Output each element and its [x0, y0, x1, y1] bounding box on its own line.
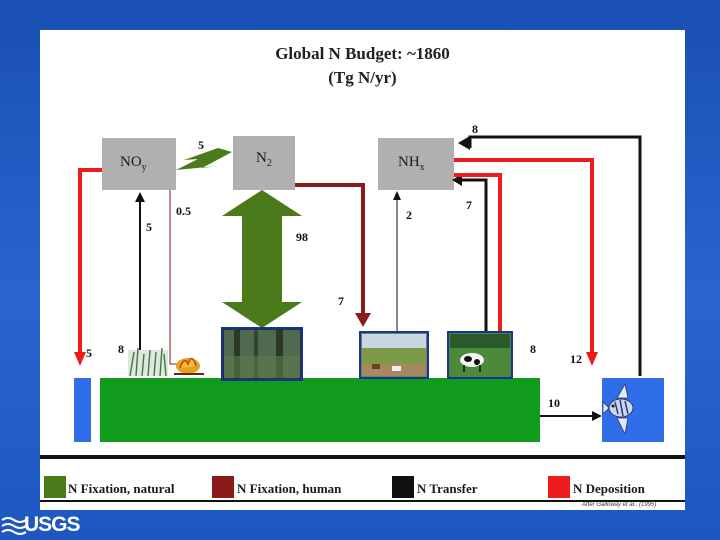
human-fixation-arrow [295, 183, 365, 313]
human-fixation-arrowhead [355, 313, 371, 327]
n2-label: N2 [256, 150, 272, 169]
ocean-to-nhx-arrowhead [458, 136, 470, 150]
noy-box [102, 138, 176, 190]
legend-swatch-transfer [392, 476, 414, 498]
land-to-ocean-arrowhead [592, 411, 602, 421]
usgs-logo-text: USGS [24, 513, 81, 536]
source-credit: After Galloway et al., (1995) [582, 502, 657, 508]
usgs-wave-icon [1, 517, 27, 535]
diagram-panel: Global N Budget: ~1860 (Tg N/yr) NOy N2 … [40, 30, 685, 510]
flow-animals-to-nhx-value: 7 [466, 198, 472, 212]
flow-land-to-nhx-value: 2 [406, 208, 412, 222]
land-to-nhx-arrowhead [393, 191, 401, 200]
flow-fire-to-noy-value: 0.5 [176, 204, 191, 218]
flow-human-fixation-value: 7 [338, 294, 344, 308]
nitrogen-budget-diagram [40, 135, 685, 502]
legend-swatch-deposition [548, 476, 570, 498]
animals-to-nhx-arrow [462, 178, 488, 334]
legend-label-natural: N Fixation, natural [68, 481, 175, 496]
flow-nhx-deposition-ocean-value: 12 [570, 352, 582, 366]
flow-natural-fixation-value: 98 [296, 230, 308, 244]
nhx-deposition-ocean-arrow [454, 158, 594, 352]
land-block [100, 378, 540, 442]
flow-noy-deposition-value: 5 [86, 346, 92, 360]
n2-box [233, 136, 295, 190]
flow-land-to-noy-value: 5 [146, 220, 152, 234]
cropland-photo [359, 331, 429, 379]
lightning-bolt [176, 148, 232, 170]
diagram-subtitle: (Tg N/yr) [328, 68, 397, 87]
ocean-left-block [74, 378, 91, 442]
legend-swatch-human [212, 476, 234, 498]
cow-photo [447, 331, 513, 379]
legend-bottom-line [40, 500, 685, 502]
nhx-label: NHx [398, 154, 425, 173]
fish-icon [602, 382, 634, 436]
noy-deposition-arrow [78, 168, 102, 352]
legend-label-human: N Fixation, human [237, 481, 342, 496]
fire-icon [174, 357, 204, 375]
forest-photo [221, 327, 303, 381]
flow-land-to-ocean-value: 10 [548, 396, 560, 410]
noy-label: NOy [120, 154, 147, 173]
land-to-noy-arrowhead [135, 192, 145, 202]
natural-fixation-arrow [222, 190, 302, 328]
flow-ocean-to-nhx-value: 8 [472, 122, 478, 136]
nhx-box [378, 138, 454, 190]
legend-divider [40, 455, 685, 459]
flow-lightning-value: 5 [198, 138, 204, 152]
nhx-deposition-ocean-arrowhead [586, 352, 598, 366]
legend-label-transfer: N Transfer [417, 481, 478, 496]
noy-deposition-arrowhead [74, 352, 86, 366]
diagram-title: Global N Budget: ~1860 [275, 44, 450, 63]
flow-nhx-deposition-land-value: 8 [530, 342, 536, 356]
nhx-deposition-land-arrow [454, 173, 502, 334]
legend-label-deposition: N Deposition [573, 481, 645, 496]
flow-biomass-to-noy-value: 8 [118, 342, 124, 356]
legend-swatch-natural [44, 476, 66, 498]
grass-icon [128, 347, 168, 377]
